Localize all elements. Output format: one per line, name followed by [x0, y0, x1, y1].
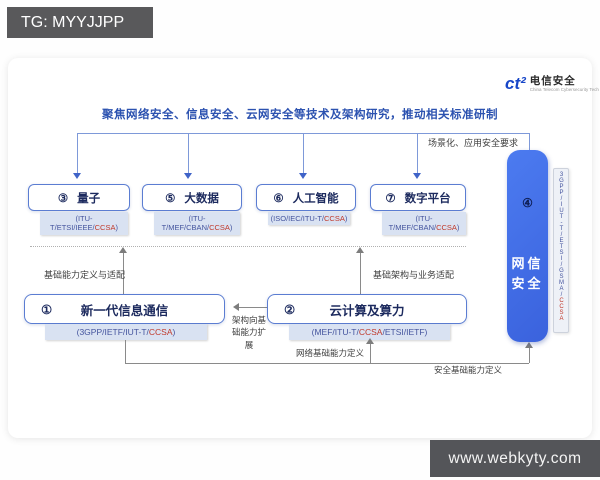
- orgs-text-red: CCSA: [558, 298, 565, 322]
- arrow-up-icon: [356, 247, 364, 253]
- orgs-text-red: CCSA: [436, 223, 457, 233]
- box-number: ⑥: [273, 192, 284, 205]
- label-network-base: 网络基础能力定义: [296, 348, 365, 358]
- line-from-ict-down: [125, 340, 126, 363]
- connector-quantum: [77, 133, 78, 174]
- box-digital-platform: ⑦ 数字平台: [370, 184, 466, 211]
- box-number: ①: [41, 302, 53, 317]
- arrow-down-icon: [73, 173, 81, 179]
- box-cyber-security: ④ 网信 安全: [507, 150, 548, 342]
- diagram-panel: [8, 58, 592, 438]
- box-label: 新一代信息通信: [80, 303, 169, 318]
- orgs-next-gen-ict: (3GPP/IETF/IUT-T/CCSA): [45, 324, 207, 340]
- company-logo: ct² 电信安全 China Telecom Cybersecurity Tec…: [505, 75, 599, 92]
- box-bigdata: ⑤ 大数据: [142, 184, 242, 211]
- logo-mark-icon: ct²: [505, 74, 526, 94]
- orgs-text-red: CCSA: [358, 327, 383, 337]
- orgs-text-red: CCSA: [209, 223, 230, 233]
- arrow-down-icon: [299, 173, 307, 179]
- arrow-down-icon: [184, 173, 192, 179]
- box-number: ⑤: [165, 192, 176, 205]
- arrow-line-arch-to-base: [239, 307, 268, 308]
- orgs-cyber-security-strip: 3GPP/IUT-T/ETSI/GSMA/CCSA: [553, 168, 569, 333]
- orgs-ai: (ISO/IEC/ITU-T/CCSA): [268, 212, 350, 226]
- orgs-digital-platform: (ITU-T/MEF/CBAN/CCSA): [382, 212, 466, 235]
- orgs-text: ): [172, 327, 176, 337]
- bottom-hline: [125, 363, 529, 364]
- connector-sidebox: [529, 133, 530, 150]
- orgs-text: (ITU-T/ETSI/IEEE/: [50, 214, 95, 233]
- orgs-bigdata: (ITU-T/MEF/CBAN/CCSA): [154, 212, 240, 235]
- connector-ai: [303, 133, 304, 174]
- box-label-line1: 网信: [511, 256, 544, 271]
- label-scenario-requirements: 场景化、应用安全要求: [428, 138, 519, 148]
- box-label: 云计算及算力: [329, 303, 405, 318]
- box-ai: ⑥ 人工智能: [256, 184, 356, 211]
- orgs-text: ): [344, 214, 348, 223]
- connector-bigdata: [188, 133, 189, 174]
- box-label: 量子: [77, 192, 101, 205]
- arrow-up-icon: [525, 342, 533, 348]
- dotted-divider: [30, 246, 466, 247]
- orgs-text: (ISO/IEC/ITU-T/: [270, 214, 324, 223]
- arrow-up-icon: [119, 247, 127, 253]
- orgs-text: (ITU-T/MEF/CBAN/: [161, 214, 210, 233]
- line-to-cloud-up: [370, 344, 371, 363]
- orgs-text: ): [456, 223, 460, 233]
- orgs-text: (MEF/ITU-T/: [311, 327, 359, 337]
- orgs-text: (ITU-T/MEF/CBAN/: [388, 214, 437, 233]
- orgs-text-red: CCSA: [148, 327, 173, 337]
- label-infra-biz-adapt: 基础架构与业务适配: [373, 270, 455, 280]
- box-number: ②: [284, 302, 296, 317]
- box-label: 人工智能: [292, 192, 339, 205]
- box-quantum: ③ 量子: [28, 184, 130, 211]
- arrow-line-infra-adapt: [360, 253, 361, 296]
- orgs-text: 3GPP/IUT-T/ETSI/GSMA/: [558, 172, 565, 298]
- box-label: 数字平台: [404, 192, 451, 205]
- diagram-title: 聚焦网络安全、信息安全、云网安全等技术及架构研究，推动相关标准研制: [102, 109, 498, 121]
- logo-subtitle: China Telecom Cybersecurity Tech: [529, 87, 599, 93]
- box-next-gen-ict: ① 新一代信息通信: [24, 294, 225, 324]
- box-label: 大数据: [184, 192, 219, 205]
- arrow-left-icon: [233, 303, 239, 311]
- orgs-text: /ETSI/IETF): [382, 327, 428, 337]
- logo-name: 电信安全: [529, 75, 576, 87]
- label-arch-to-base: 架构向基础能力扩展: [231, 315, 266, 350]
- tg-badge: TG: MYYJJPP: [7, 7, 153, 38]
- box-number: ④: [522, 196, 533, 210]
- orgs-text-red: CCSA: [94, 223, 116, 233]
- watermark: www.webkyty.com: [430, 440, 600, 477]
- line-to-sidebox-up: [529, 348, 530, 363]
- box-number: ⑦: [385, 192, 396, 205]
- box-label-line2: 安全: [511, 276, 544, 292]
- orgs-text: ): [229, 223, 233, 233]
- orgs-cloud-computing: (MEF/ITU-T/CCSA/ETSI/IETF): [289, 324, 450, 340]
- box-cloud-computing: ② 云计算及算力: [267, 294, 467, 324]
- arrow-line-base-define: [123, 253, 124, 296]
- label-base-define-adapt: 基础能力定义与适配: [44, 270, 126, 280]
- orgs-text: ): [115, 223, 118, 233]
- box-number: ③: [57, 192, 69, 205]
- label-security-base: 安全基础能力定义: [434, 365, 503, 375]
- arrow-down-icon: [413, 173, 421, 179]
- connector-platform: [417, 133, 418, 174]
- orgs-text: (3GPP/IETF/IUT-T/: [76, 327, 149, 337]
- orgs-text-red: CCSA: [324, 214, 345, 223]
- box-label: 网信 安全: [511, 254, 543, 294]
- orgs-text-vertical: 3GPP/IUT-T/ETSI/GSMA/CCSA: [555, 172, 568, 332]
- orgs-quantum: (ITU-T/ETSI/IEEE/CCSA): [40, 212, 128, 235]
- arrow-up-icon: [366, 338, 374, 344]
